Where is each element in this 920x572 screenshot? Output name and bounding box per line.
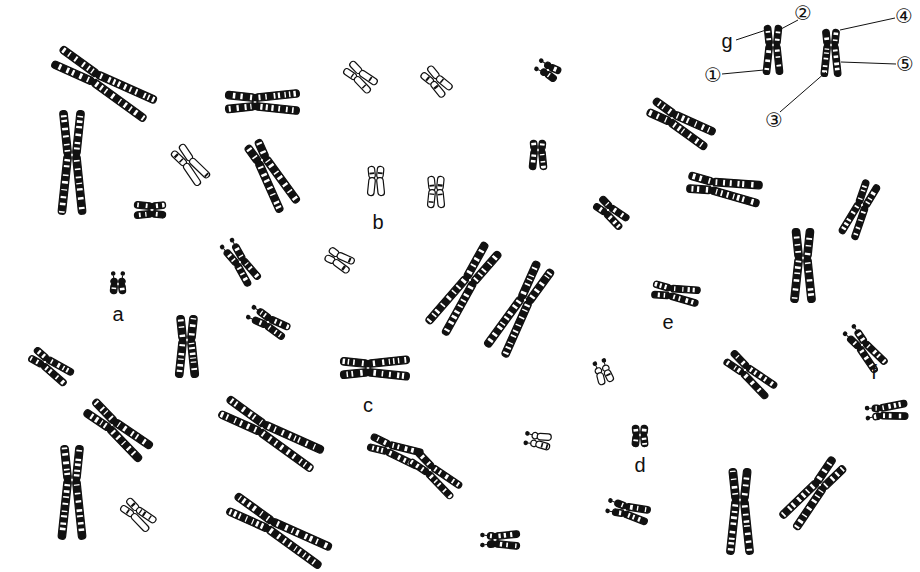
callout-letter: f	[871, 362, 877, 382]
chromosome	[838, 178, 882, 241]
callout-number: ②	[794, 3, 812, 23]
chromosome	[632, 425, 648, 447]
chromosome	[821, 29, 841, 77]
callout-number: ③	[765, 110, 783, 130]
callout-number: g	[721, 31, 732, 51]
chromosome	[58, 110, 86, 214]
callout-number: ④	[895, 6, 913, 26]
chromosome	[722, 348, 779, 401]
chromosome	[778, 454, 849, 532]
chromosome	[726, 468, 753, 554]
callout-letter: c	[363, 395, 373, 415]
chromosome	[407, 448, 464, 501]
chromosome	[225, 89, 300, 114]
chromosome	[81, 396, 154, 463]
callout-letter: a	[112, 304, 123, 324]
chromosome	[480, 531, 520, 550]
chromosome	[483, 259, 557, 359]
chromosome	[240, 136, 301, 214]
chromosome	[224, 490, 333, 570]
chromosome	[118, 496, 157, 533]
chromosome	[367, 166, 384, 196]
leader-line	[722, 70, 764, 74]
chromosome	[790, 228, 815, 303]
chromosome	[175, 315, 199, 378]
chromosome	[216, 393, 325, 473]
callout-letter: d	[634, 455, 645, 475]
chromosome	[340, 356, 410, 380]
chromosome	[763, 25, 783, 75]
callout-number: ⑤	[896, 54, 914, 74]
chromosome	[651, 279, 701, 307]
chromosome	[591, 194, 630, 231]
chromosome	[529, 140, 547, 170]
chromosome	[244, 303, 291, 341]
chromosome	[523, 430, 553, 451]
chromosome	[864, 400, 909, 423]
leader-line	[840, 18, 895, 30]
chromosome	[58, 445, 86, 539]
chromosome	[323, 245, 356, 274]
chromosome	[134, 201, 166, 218]
chromosome	[685, 169, 763, 208]
chromosome	[342, 59, 379, 94]
callout-number: ①	[704, 65, 722, 85]
leader-line	[841, 62, 896, 64]
chromosome	[604, 496, 651, 526]
leader-line	[780, 72, 826, 112]
chromosome	[424, 239, 504, 337]
callout-letter: e	[662, 312, 673, 332]
chromosome	[644, 95, 717, 152]
chromosome	[840, 322, 889, 375]
chromosome	[419, 64, 454, 99]
chromosome	[26, 345, 75, 388]
chromosome	[532, 56, 562, 83]
leader-line	[736, 30, 766, 40]
chromosome	[427, 176, 444, 208]
callout-letter: b	[372, 212, 383, 232]
chromosome	[218, 236, 262, 288]
chromosome	[110, 271, 127, 294]
chromosome	[169, 142, 211, 187]
chromosome	[591, 357, 615, 386]
